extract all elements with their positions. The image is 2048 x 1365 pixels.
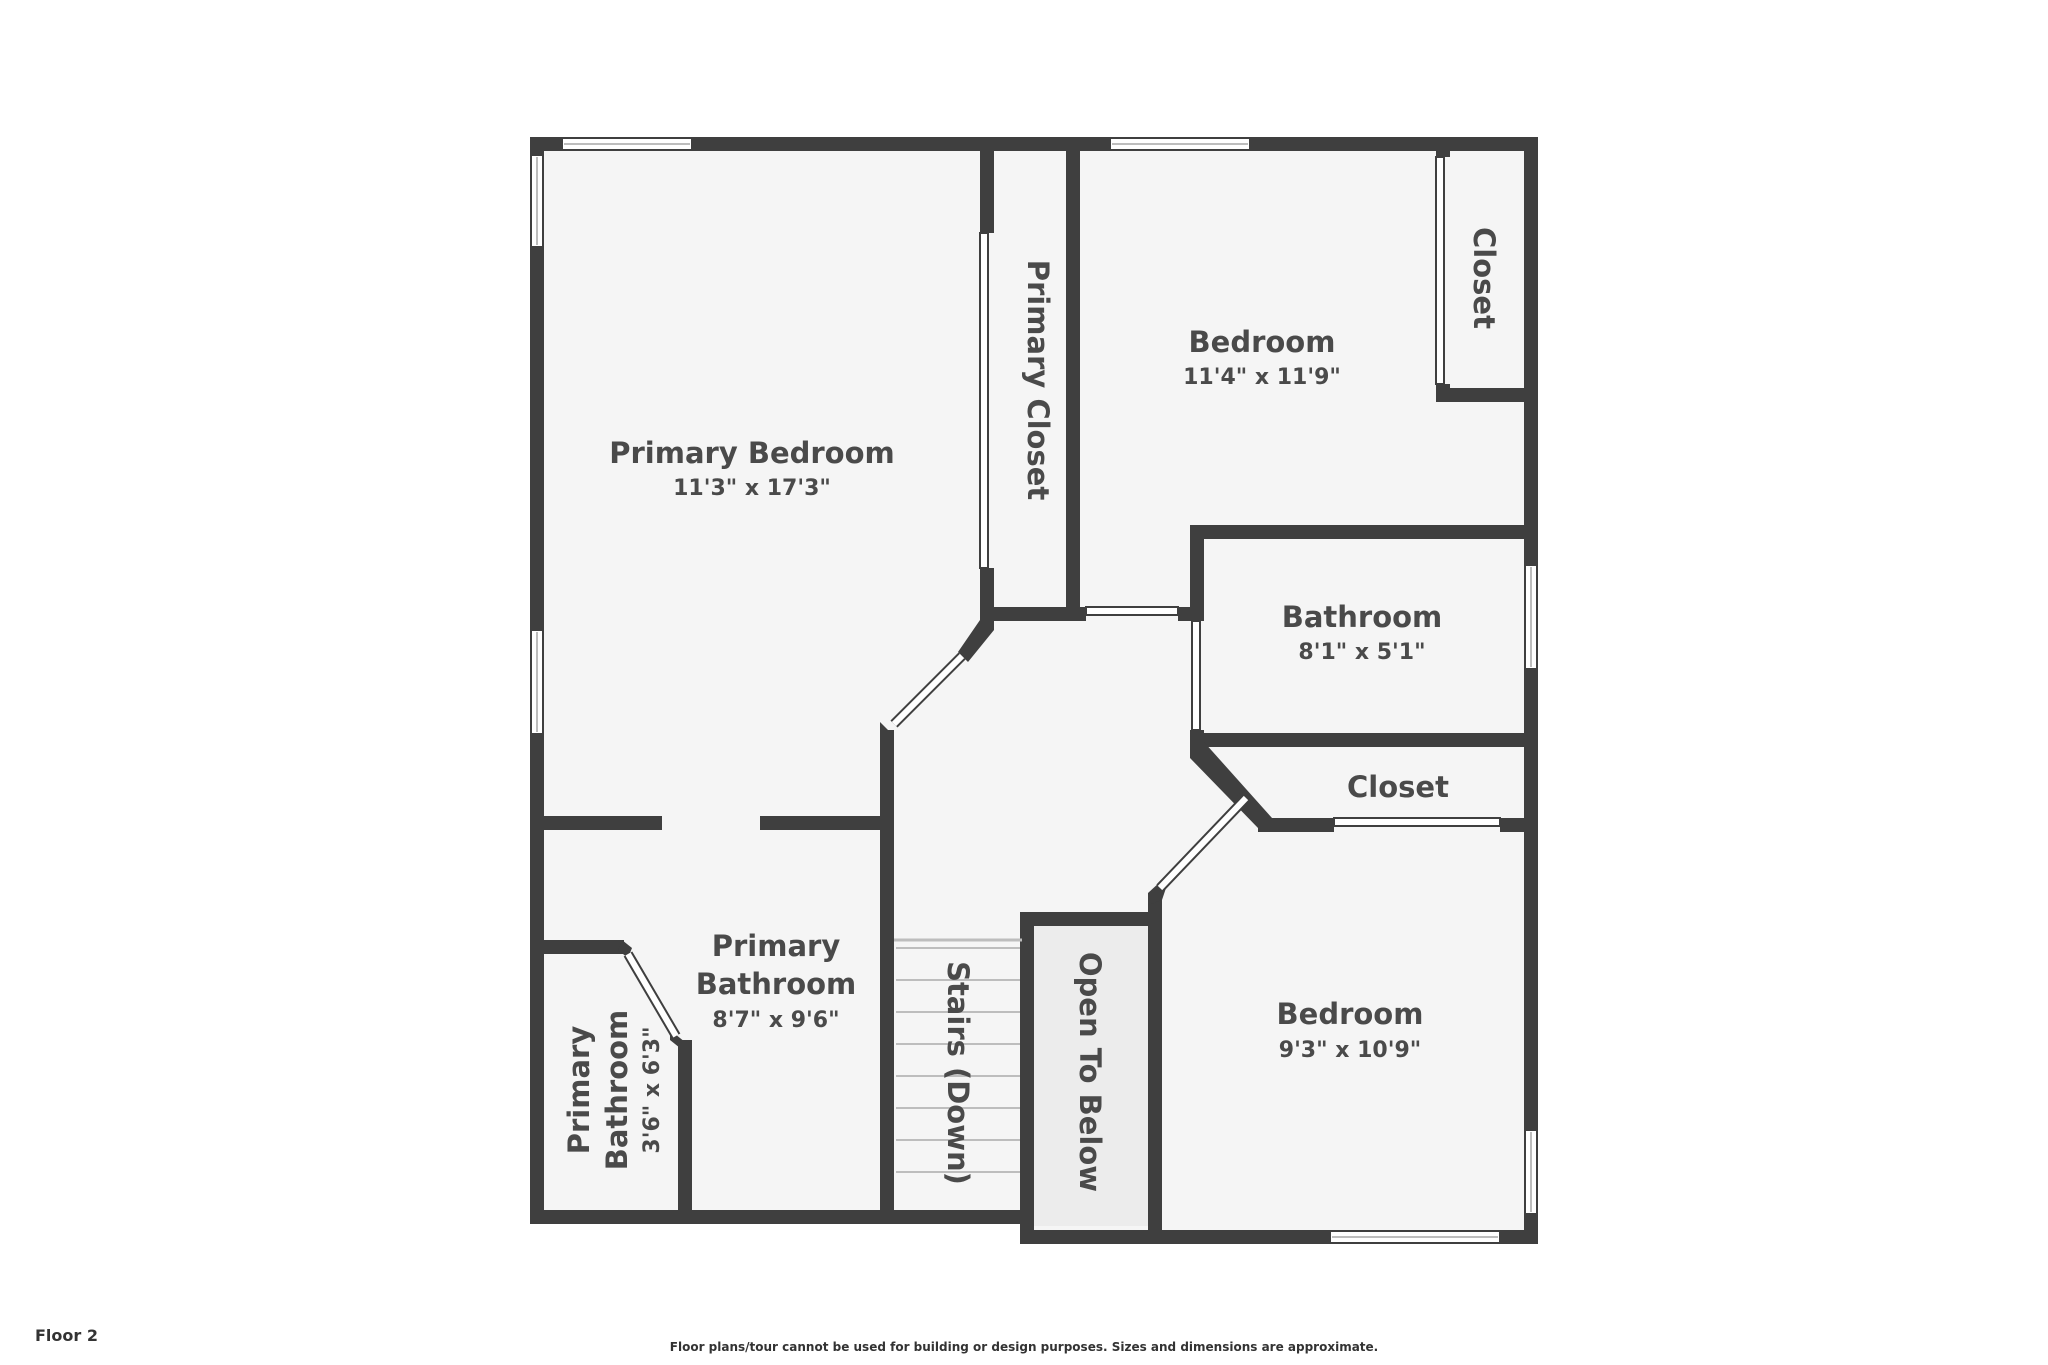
- walls: [530, 137, 1538, 1244]
- bedroom-1-dims: 11'4" x 11'9": [1183, 365, 1341, 390]
- open-to-below-label: Open To Below: [1073, 952, 1107, 1192]
- door-angled-inner: [625, 653, 1249, 1038]
- bedroom-2-dims: 9'3" x 10'9": [1279, 1038, 1421, 1063]
- bedroom-2-label: Bedroom: [1277, 997, 1424, 1031]
- floor-area: [530, 138, 1530, 1230]
- primary-closet-label: Primary Closet: [1021, 260, 1055, 501]
- windows: [530, 137, 1538, 1244]
- primary-bedroom-dims: 11'3" x 17'3": [673, 476, 831, 501]
- stair-treads: [896, 947, 1023, 1173]
- primary-bathroom-small-dims: 3'6" x 6'3": [640, 1026, 665, 1153]
- bathroom-dims: 8'1" x 5'1": [1298, 640, 1425, 665]
- disclaimer: Floor plans/tour cannot be used for buil…: [669, 1340, 1379, 1354]
- closet-1-label: Closet: [1467, 227, 1501, 329]
- primary-bedroom-label: Primary Bedroom: [609, 436, 894, 470]
- primary-bathroom-label-line2: Bathroom: [696, 967, 857, 1001]
- doors: [979, 156, 1501, 827]
- primary-bathroom-label-line1: Primary: [712, 929, 841, 963]
- primary-bathroom-small-line2: Bathroom: [600, 1010, 634, 1171]
- closet-2-label: Closet: [1347, 770, 1449, 804]
- bathroom-label: Bathroom: [1282, 600, 1443, 634]
- open-to-below-area: [1030, 922, 1150, 1226]
- primary-bathroom-small-labels: Primary Bathroom 3'6" x 6'3": [562, 1010, 665, 1171]
- floor-label: Floor 2: [35, 1326, 98, 1345]
- bedroom-1-label: Bedroom: [1189, 325, 1336, 359]
- primary-bathroom-small-line1: Primary: [562, 1026, 596, 1155]
- primary-bathroom-dims: 8'7" x 9'6": [712, 1008, 839, 1033]
- stairs-label: Stairs (Down): [941, 961, 975, 1185]
